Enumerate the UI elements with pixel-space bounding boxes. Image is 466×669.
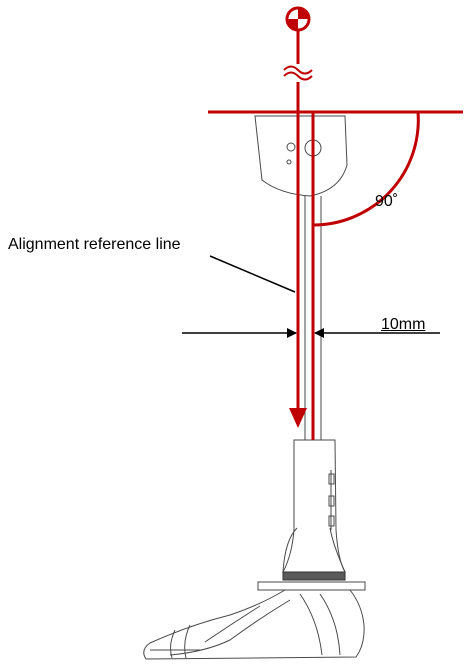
knee-adapter xyxy=(254,115,348,197)
reference-leader-line xyxy=(209,255,296,293)
reference-line-label: Alignment reference line xyxy=(8,236,181,253)
line-break-icon xyxy=(283,65,313,81)
pylon-clamp xyxy=(282,439,346,573)
alignment-overlay xyxy=(208,6,463,440)
foot-shell xyxy=(143,589,365,660)
adapter-hole xyxy=(286,159,292,165)
right-angle-arc xyxy=(312,111,420,227)
angle-label: 90˚ xyxy=(375,193,399,210)
offset-label: 10mm xyxy=(381,316,426,333)
foot-plate xyxy=(257,581,366,591)
annotations xyxy=(182,255,440,338)
prosthesis-outline xyxy=(143,115,366,660)
reference-arrowhead xyxy=(289,408,307,428)
ankle-ring xyxy=(282,571,346,581)
center-of-mass-marker-icon xyxy=(285,6,311,32)
adapter-screw xyxy=(286,142,296,152)
